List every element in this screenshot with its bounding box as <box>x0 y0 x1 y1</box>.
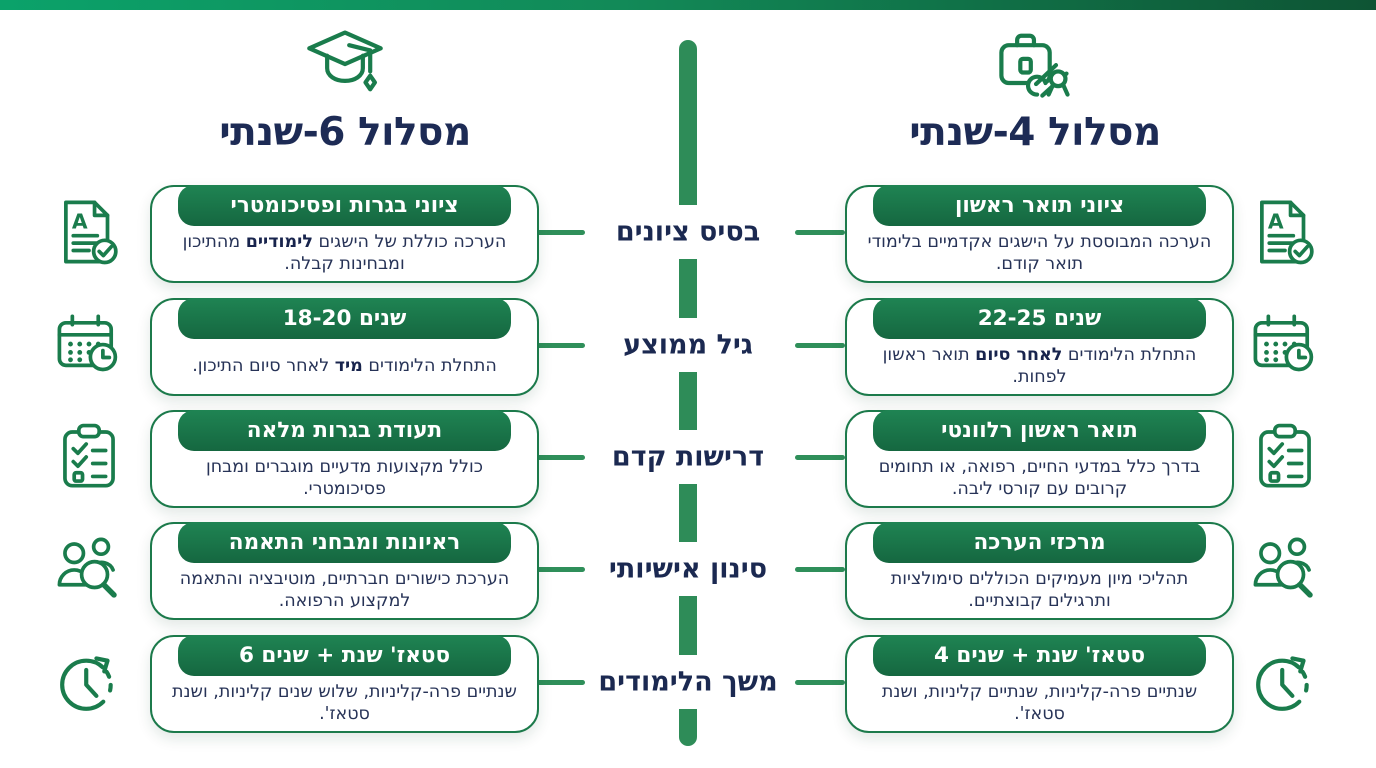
calendar-clock-icon <box>52 308 126 382</box>
category-label-age: גיל ממוצע <box>623 329 753 361</box>
connector-line <box>795 680 845 685</box>
connector-line <box>535 680 585 685</box>
card-6yr-duration: 6 שנים + שנת סטאז' שנתיים פרה-קליניות, ש… <box>150 634 539 733</box>
card-header: תואר ראשון רלוונטי <box>873 409 1206 451</box>
card-body: הערכה כוללת של הישגים לימודיים מהתיכון ו… <box>182 231 507 274</box>
card-header-label: 22-25 שנים <box>977 305 1102 331</box>
connector-line <box>795 230 845 235</box>
category-label-study-duration: משך הלימודים <box>598 666 778 698</box>
card-body: שנתיים פרה-קליניות, שלוש שנים קליניות, ו… <box>172 681 517 724</box>
card-body: התחלת הלימודים מיד לאחר סיום התיכון. <box>192 355 497 376</box>
grade-certificate-icon <box>1248 195 1322 269</box>
people-search-icon <box>52 532 126 606</box>
connector-line <box>535 455 585 460</box>
category-label-personality-screening: סינון אישיותי <box>608 553 768 585</box>
card-body: תהליכי מיון מעמיקים הכוללים סימולציות ות… <box>890 568 1189 611</box>
timeline-segment <box>679 709 697 746</box>
briefcase-diploma-icon <box>840 16 1230 104</box>
four-year-track-title: מסלול 4-שנתי <box>909 110 1161 155</box>
six-year-track-title: מסלול 6-שנתי <box>219 110 471 155</box>
card-body: התחלת הלימודים לאחר סיום תואר ראשון לפחו… <box>882 344 1197 387</box>
checklist-clipboard-icon <box>1248 420 1322 494</box>
category-label-grades: בסיס ציונים <box>615 216 761 248</box>
card-4yr-duration: 4 שנים + שנת סטאז' שנתיים פרה-קליניות, ש… <box>845 634 1234 733</box>
timeline-segment <box>679 596 697 655</box>
card-body: הערכה המבוססת על הישגים אקדמיים בלימודי … <box>867 231 1212 274</box>
card-header-label: 18-20 שנים <box>282 305 407 331</box>
connector-line <box>795 567 845 572</box>
card-4yr-age: 22-25 שנים התחלת הלימודים לאחר סיום תואר… <box>845 297 1234 396</box>
card-header: 22-25 שנים <box>873 297 1206 339</box>
top-accent-bar <box>0 0 1376 10</box>
card-body: הערכת כישורים חברתיים, מוטיבציה והתאמה ל… <box>179 568 510 611</box>
card-header: מרכזי הערכה <box>873 521 1206 563</box>
card-header: 6 שנים + שנת סטאז' <box>178 634 511 676</box>
clock-refresh-icon <box>1248 645 1322 719</box>
card-header-label: ראיונות ומבחני התאמה <box>228 529 461 555</box>
four-year-track-header: מסלול 4-שנתי <box>840 16 1230 155</box>
connector-line <box>535 230 585 235</box>
card-header-label: 6 שנים + שנת סטאז' <box>238 642 451 668</box>
category-label-prerequisites: דרישות קדם <box>611 441 765 473</box>
timeline-segment <box>679 372 697 430</box>
grade-certificate-icon <box>52 195 126 269</box>
card-body: שנתיים פרה-קליניות, שנתיים קליניות, ושנת… <box>881 681 1198 724</box>
card-body: כולל מקצועות מדעיים מוגברים ומבחן פסיכומ… <box>205 456 484 499</box>
graduation-cap-icon <box>150 16 540 104</box>
card-header: 18-20 שנים <box>178 297 511 339</box>
connector-line <box>795 343 845 348</box>
card-body: בדרך כלל במדעי החיים, רפואה, או תחומים ק… <box>878 456 1201 499</box>
card-header: תעודת בגרות מלאה <box>178 409 511 451</box>
card-4yr-screening: מרכזי הערכה תהליכי מיון מעמיקים הכוללים … <box>845 521 1234 620</box>
card-6yr-age: 18-20 שנים התחלת הלימודים מיד לאחר סיום … <box>150 297 539 396</box>
six-year-track-header: מסלול 6-שנתי <box>150 16 540 155</box>
timeline-segment <box>679 484 697 542</box>
card-header: ציוני תואר ראשון <box>873 184 1206 226</box>
card-6yr-screening: ראיונות ומבחני התאמה הערכת כישורים חברתי… <box>150 521 539 620</box>
card-6yr-prerequisites: תעודת בגרות מלאה כולל מקצועות מדעיים מוג… <box>150 409 539 508</box>
connector-line <box>795 455 845 460</box>
card-header-label: ציוני תואר ראשון <box>954 192 1125 218</box>
card-4yr-prerequisites: תואר ראשון רלוונטי בדרך כלל במדעי החיים,… <box>845 409 1234 508</box>
card-header: ציוני בגרות ופסיכומטרי <box>178 184 511 226</box>
timeline-segment <box>679 259 697 318</box>
card-header-label: תעודת בגרות מלאה <box>246 417 443 443</box>
connector-line <box>535 343 585 348</box>
card-header-label: מרכזי הערכה <box>973 529 1106 555</box>
timeline-segment <box>679 40 697 205</box>
people-search-icon <box>1248 532 1322 606</box>
card-header-label: תואר ראשון רלוונטי <box>941 417 1138 443</box>
card-header: ראיונות ומבחני התאמה <box>178 521 511 563</box>
card-6yr-grades: ציוני בגרות ופסיכומטרי הערכה כוללת של הי… <box>150 184 539 283</box>
clock-refresh-icon <box>52 645 126 719</box>
checklist-clipboard-icon <box>52 420 126 494</box>
card-header-label: ציוני בגרות ופסיכומטרי <box>230 192 459 218</box>
card-4yr-grades: ציוני תואר ראשון הערכה המבוססת על הישגים… <box>845 184 1234 283</box>
card-header: 4 שנים + שנת סטאז' <box>873 634 1206 676</box>
calendar-clock-icon <box>1248 308 1322 382</box>
card-header-label: 4 שנים + שנת סטאז' <box>933 642 1146 668</box>
connector-line <box>535 567 585 572</box>
